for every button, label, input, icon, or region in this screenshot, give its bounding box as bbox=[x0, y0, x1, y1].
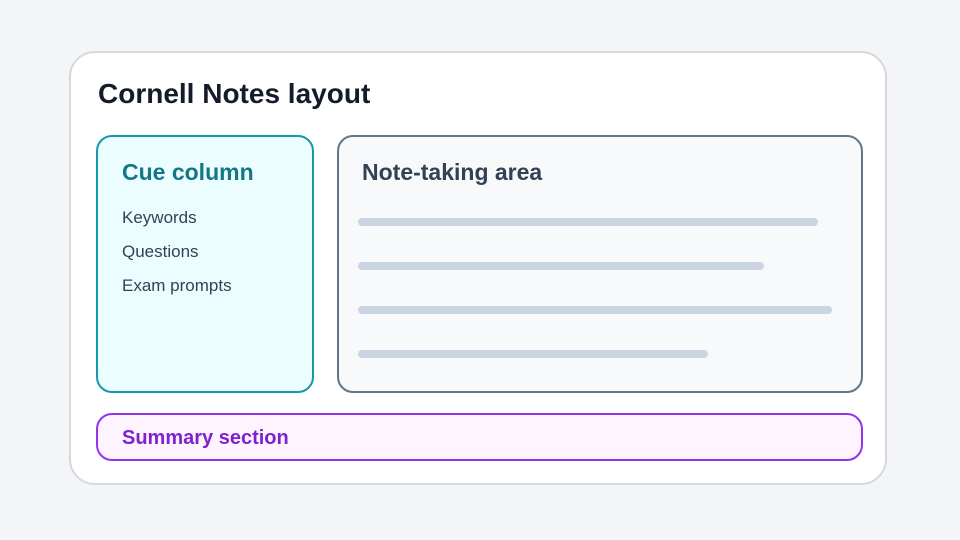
cue-item-exam-prompts: Exam prompts bbox=[122, 276, 232, 295]
summary-section-box bbox=[96, 413, 863, 461]
summary-section-heading: Summary section bbox=[122, 427, 289, 449]
cue-column-heading: Cue column bbox=[122, 159, 254, 185]
note-placeholder-line bbox=[358, 350, 708, 358]
note-placeholder-line bbox=[358, 218, 818, 226]
cue-item-questions: Questions bbox=[122, 242, 199, 261]
cue-column-box bbox=[96, 135, 314, 393]
note-taking-area-heading: Note-taking area bbox=[362, 159, 543, 185]
note-placeholder-line bbox=[358, 262, 764, 270]
note-placeholder-line bbox=[358, 306, 832, 314]
diagram-title: Cornell Notes layout bbox=[98, 78, 371, 109]
cue-item-keywords: Keywords bbox=[122, 208, 197, 227]
